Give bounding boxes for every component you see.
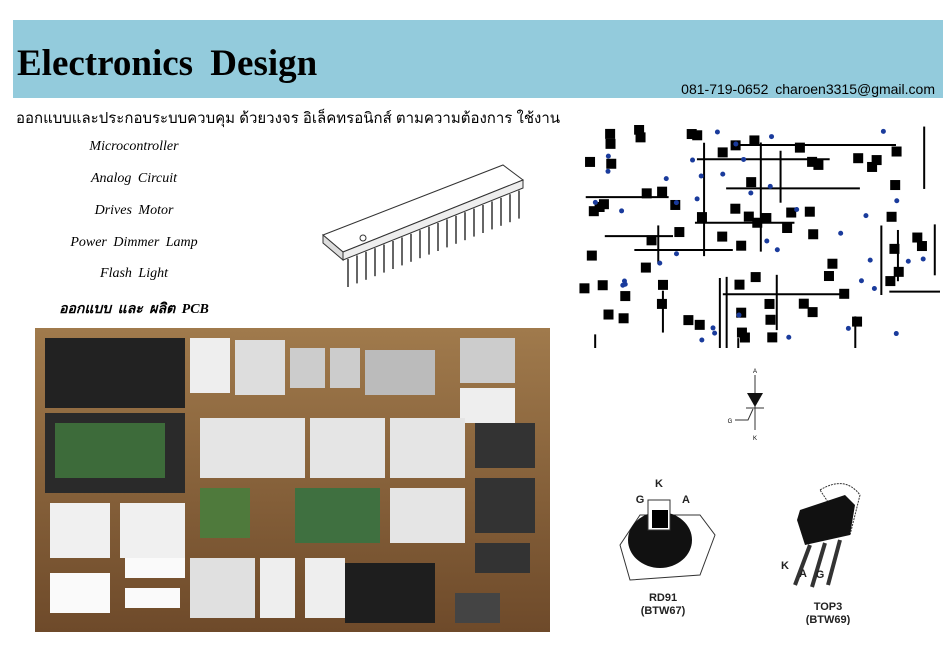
tagline: ออกแบบและประกอบระบบควบคุม ด้วยวงจร อิเล็… <box>16 110 561 127</box>
pin-g-label: G <box>728 419 733 425</box>
rd91-pin-a: A <box>682 494 690 506</box>
top3-package: K A G TOP3 (BTW69) <box>781 483 861 625</box>
service-item: Analog Circuit <box>90 171 178 186</box>
service-item: Microcontroller <box>89 139 179 154</box>
site-title: Electronics Design <box>17 43 318 84</box>
service-item: Flash Light <box>100 266 168 281</box>
service-item: Drives Motor <box>94 203 174 218</box>
top3-pin-a: A <box>799 568 807 580</box>
pin-k-label: K <box>753 436 757 442</box>
service-item-pcb: ออกแบบ และ ผลิต PCB <box>14 298 254 320</box>
pin-a-label: A <box>753 369 757 375</box>
top3-pin-g: G <box>816 569 825 581</box>
header-banner: Electronics Design 081-719-0652 charoen3… <box>13 20 943 98</box>
rd91-code: (BTW67) <box>641 605 686 617</box>
thyristor-symbol: A G K <box>728 369 764 442</box>
contact-info: 081-719-0652 charoen3315@gmail.com <box>681 81 935 97</box>
pcb-en: PCB <box>181 302 209 317</box>
top3-pin-k: K <box>781 560 789 572</box>
service-item: Power Dimmer Lamp <box>70 235 198 250</box>
ic-chip-drawing: (function(){var g=document.currentScript… <box>322 164 525 287</box>
rd91-pin-g: G <box>636 494 645 506</box>
rd91-pin-k: K <box>655 478 663 490</box>
products-photo <box>35 328 550 632</box>
top3-name: TOP3 <box>814 601 843 613</box>
rd91-name: RD91 <box>649 592 677 604</box>
rd91-package: G K A RD91 (BTW67) <box>619 478 716 617</box>
pcb-thai: ออกแบบ และ ผลิต <box>59 302 182 317</box>
pcb-layout-image: (function(){var g=document.getElementByI… <box>577 125 940 348</box>
top3-code: (BTW69) <box>806 614 851 625</box>
